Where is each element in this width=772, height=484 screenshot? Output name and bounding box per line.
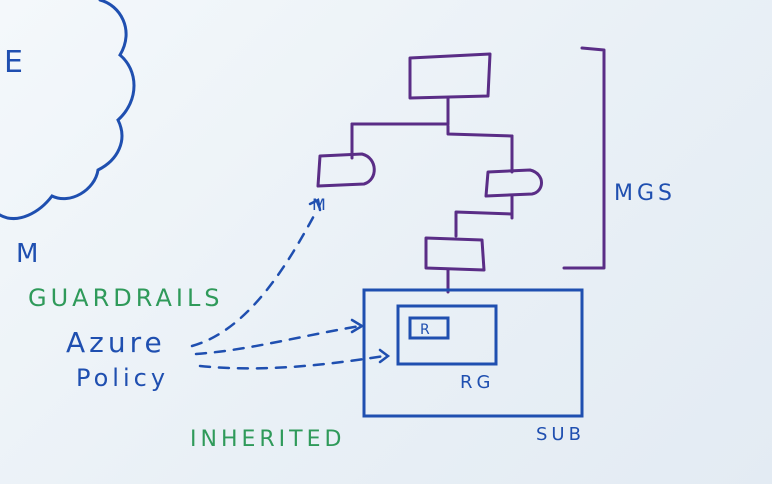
policy-arrows [190, 210, 386, 370]
rg-label: RG [460, 372, 494, 393]
resource-group-box [396, 304, 498, 366]
guardrails-label: GUARDRAILS [28, 284, 224, 312]
sub-label: SUB [536, 424, 585, 445]
arrow-to-mg [190, 210, 318, 348]
mg-level1-bar [350, 122, 514, 138]
subscription-box [362, 288, 584, 418]
left-m-label: M [16, 239, 42, 269]
mgs-label: MGS [614, 181, 676, 206]
resource-box [408, 316, 450, 340]
cloud-shape [0, 0, 136, 220]
arrow-m-label: M [312, 195, 326, 214]
arrow-heads [308, 198, 391, 364]
mg-root-box [408, 52, 492, 100]
resource-label: R [420, 322, 430, 338]
arrow-to-sub [198, 354, 386, 370]
mg-bracket [562, 46, 606, 270]
mg-level2-bar [454, 210, 514, 238]
mg-right-box [484, 168, 543, 198]
mg-left-box [316, 152, 376, 188]
cloud-label-fragment: E [4, 45, 27, 80]
mg-bottom-box [424, 236, 486, 272]
azure-label: Azure [66, 326, 166, 359]
arrow-to-rg [194, 324, 362, 356]
inherited-label: INHERITED [190, 427, 345, 452]
mg-hierarchy [316, 46, 606, 294]
policy-label: Policy [76, 364, 169, 392]
